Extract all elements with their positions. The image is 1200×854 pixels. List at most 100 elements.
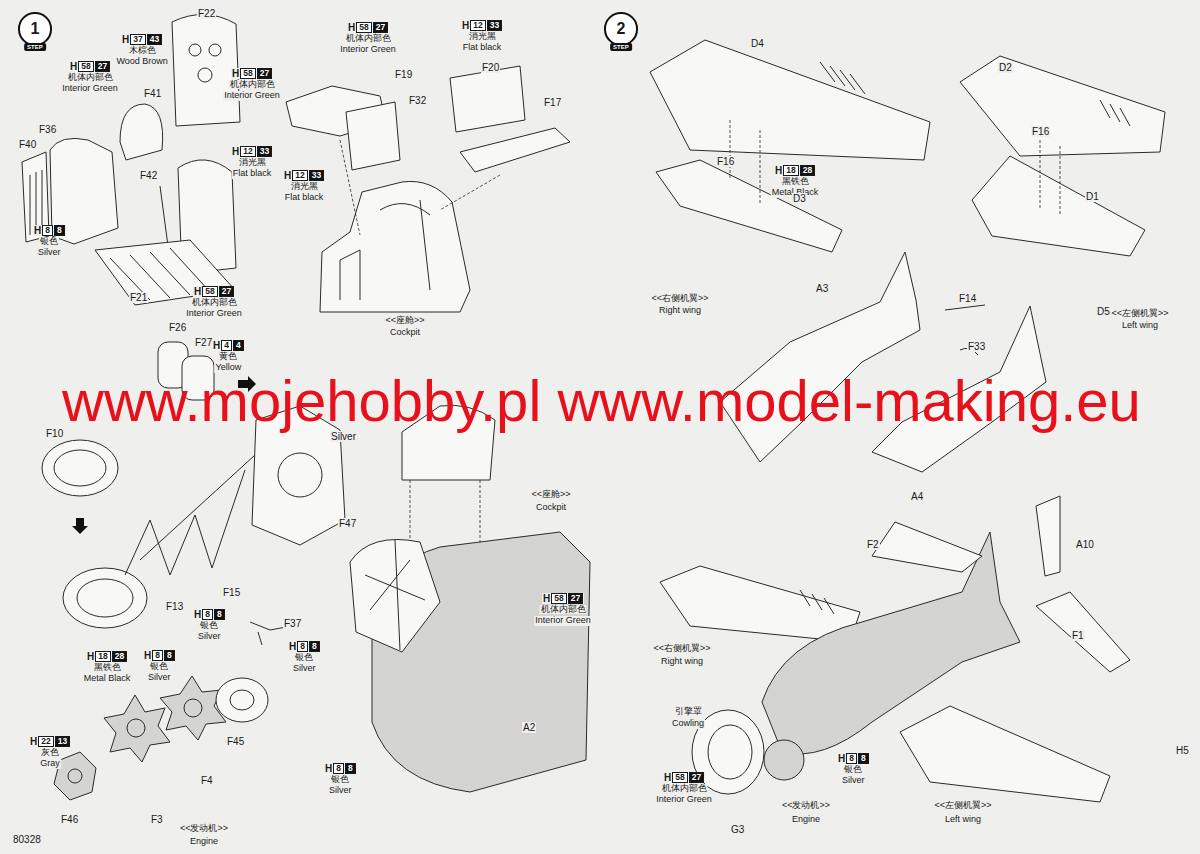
paint-name: 消光黑 bbox=[290, 182, 319, 191]
paint-brand: H bbox=[70, 61, 77, 72]
part-number: F10 bbox=[45, 428, 64, 439]
paint-brand: H bbox=[543, 593, 550, 604]
paint-name: 银色 bbox=[843, 765, 863, 774]
paint-code: 8 bbox=[858, 753, 869, 764]
part-number: F47 bbox=[338, 518, 357, 529]
paint-name: 机体内部色 bbox=[191, 298, 238, 307]
section-caption: Right wing bbox=[658, 306, 702, 316]
control-stick bbox=[160, 186, 168, 246]
part-number: F37 bbox=[283, 618, 302, 629]
floor-bars bbox=[110, 248, 210, 300]
paint-name: 机体内部色 bbox=[540, 605, 587, 614]
paint-code: 27 bbox=[257, 68, 272, 79]
side-console bbox=[460, 128, 570, 172]
paint-code: 27 bbox=[95, 61, 110, 72]
assembly-guide bbox=[340, 140, 500, 235]
part-number: F40 bbox=[18, 139, 37, 150]
paint-name: Interior Green bbox=[185, 309, 243, 319]
paint-code: 8 bbox=[214, 609, 225, 620]
step-tag: STEP bbox=[610, 43, 632, 51]
part-number: F42 bbox=[139, 170, 158, 181]
section-caption: Left wing bbox=[944, 815, 982, 825]
paint-code: 8 bbox=[164, 650, 175, 661]
flap-lines bbox=[800, 590, 834, 614]
paint-code: 8 bbox=[333, 763, 344, 774]
paint-name: 黑铁色 bbox=[93, 663, 122, 672]
step-badge: 1STEP bbox=[18, 12, 52, 46]
paint-callout: H44 bbox=[212, 340, 245, 351]
part-number: A2 bbox=[522, 722, 536, 733]
part-number: F19 bbox=[394, 69, 413, 80]
paint-name: 灰色 bbox=[40, 748, 60, 757]
part-number: A10 bbox=[1075, 539, 1095, 550]
paint-brand: H bbox=[144, 650, 151, 661]
paint-name: 机体内部色 bbox=[229, 80, 276, 89]
paint-callout: H5827 bbox=[193, 286, 235, 297]
engine-disc bbox=[216, 678, 268, 722]
paint-brand: H bbox=[232, 68, 239, 79]
cowling-inner bbox=[708, 725, 752, 779]
part-number: F20 bbox=[481, 62, 500, 73]
paint-code: 27 bbox=[568, 593, 583, 604]
seat bbox=[120, 104, 163, 160]
paint-code: 18 bbox=[95, 651, 110, 662]
paint-name: 黄色 bbox=[218, 352, 238, 361]
step-badge: 2STEP bbox=[604, 12, 638, 46]
engine-disc-inner bbox=[230, 690, 254, 710]
section-caption: Engine bbox=[791, 815, 821, 825]
flap-lines bbox=[820, 62, 865, 94]
section-caption: <<右侧机翼>> bbox=[652, 644, 711, 654]
paint-code: 37 bbox=[130, 34, 145, 45]
part-number: F26 bbox=[168, 322, 187, 333]
paint-code: 27 bbox=[373, 22, 388, 33]
paint-brand: H bbox=[194, 609, 201, 620]
part-number: F1 bbox=[1071, 630, 1085, 641]
gauge bbox=[209, 44, 221, 56]
paint-name: Silver bbox=[197, 632, 222, 642]
part-number: D2 bbox=[998, 62, 1013, 73]
paint-name: Flat black bbox=[462, 43, 503, 53]
engine-hub bbox=[184, 699, 202, 717]
paint-code: 22 bbox=[38, 736, 53, 747]
paint-brand: H bbox=[664, 772, 671, 783]
paint-brand: H bbox=[325, 763, 332, 774]
part-number: D1 bbox=[1085, 191, 1100, 202]
part-number: F33 bbox=[967, 341, 986, 352]
section-caption: <<左侧机翼>> bbox=[1110, 309, 1169, 319]
paint-brand: H bbox=[213, 340, 220, 351]
paint-name: Interior Green bbox=[61, 84, 119, 94]
paint-callout: H5827 bbox=[347, 22, 389, 33]
paint-code: 8 bbox=[297, 641, 308, 652]
cockpit-assembly bbox=[320, 181, 470, 312]
paint-callout: H2213 bbox=[29, 736, 71, 747]
paint-name: Silver bbox=[147, 673, 172, 683]
paint-name: Silver bbox=[328, 786, 353, 796]
aircraft-assembly bbox=[660, 496, 1130, 802]
paint-name: 银色 bbox=[330, 775, 350, 784]
kit-number: 80328 bbox=[12, 834, 42, 845]
wing-lower bbox=[656, 160, 842, 252]
paint-name: Interior Green bbox=[655, 795, 713, 805]
assembly-guide bbox=[1040, 140, 1060, 215]
cockpit-detail bbox=[340, 200, 430, 300]
watermark: www.mojehobby.pl www.model-making.eu bbox=[62, 372, 1141, 430]
paint-name: 银色 bbox=[199, 621, 219, 630]
paint-name: 机体内部色 bbox=[661, 784, 708, 793]
paint-code: 8 bbox=[54, 225, 65, 236]
right-wing bbox=[660, 566, 860, 642]
paint-code: 58 bbox=[356, 22, 371, 33]
fuselage-half bbox=[720, 252, 920, 462]
paint-callout: H5827 bbox=[663, 772, 705, 783]
paint-name: 消光黑 bbox=[468, 32, 497, 41]
step-number: 1 bbox=[30, 21, 39, 37]
paint-code: 33 bbox=[309, 170, 324, 181]
instrument-panel bbox=[172, 14, 240, 126]
part-number: F16 bbox=[716, 156, 735, 167]
paint-callout: H1828 bbox=[86, 651, 128, 662]
paint-name: 银色 bbox=[39, 237, 59, 246]
cowl-ring bbox=[42, 440, 118, 496]
step-number: 2 bbox=[616, 21, 625, 37]
section-caption: <<右侧机翼>> bbox=[650, 294, 709, 304]
paint-name: Wood Brown bbox=[115, 57, 168, 67]
